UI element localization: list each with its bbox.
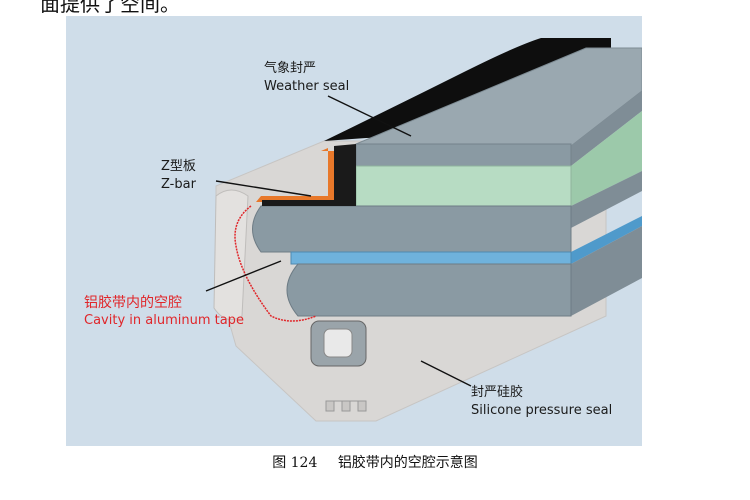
label-weather-seal: 气象封严 Weather seal xyxy=(264,61,350,94)
label-z-bar: Z型板 Z-bar xyxy=(161,159,196,192)
weather-seal-shape xyxy=(324,38,611,146)
spacer-inner xyxy=(323,328,353,358)
seal-teeth xyxy=(325,400,367,412)
top-panel-side xyxy=(355,143,572,167)
z-bar-leader xyxy=(215,180,312,197)
cavity-outline xyxy=(234,205,317,322)
bottom-panel-side xyxy=(286,263,572,317)
caption-number: 图 124 xyxy=(272,455,318,471)
diagram-figure: 气象封严 Weather seal Z型板 Z-bar 铝胶带内的空腔 Cavi… xyxy=(66,16,642,446)
silicone-seal-end xyxy=(213,189,249,321)
bottom-panel-face xyxy=(571,226,642,316)
figure-caption: 图 124 铝胶带内的空腔示意图 xyxy=(0,452,750,472)
silicone-seal-leader xyxy=(420,360,472,387)
green-layer-face xyxy=(571,111,642,206)
green-layer-side xyxy=(355,165,572,207)
top-text-fragment: 面提供了空间。 xyxy=(40,0,180,16)
z-bar-tape xyxy=(256,148,334,202)
label-cavity: 铝胶带内的空腔 Cavity in aluminum tape xyxy=(84,295,244,328)
z-bar-black xyxy=(262,144,356,206)
middle-panel-face xyxy=(571,171,642,228)
blue-layer-face xyxy=(571,216,642,264)
cavity-leader xyxy=(205,260,282,292)
middle-panel-side xyxy=(252,205,572,253)
weather-seal-leader xyxy=(327,95,412,137)
diagram-drawing xyxy=(205,38,642,422)
top-panel-front-face xyxy=(571,91,642,166)
label-silicone-seal: 封严硅胶 Silicone pressure seal xyxy=(471,385,613,418)
caption-text: 铝胶带内的空腔示意图 xyxy=(337,455,478,471)
blue-layer-side xyxy=(290,251,572,265)
